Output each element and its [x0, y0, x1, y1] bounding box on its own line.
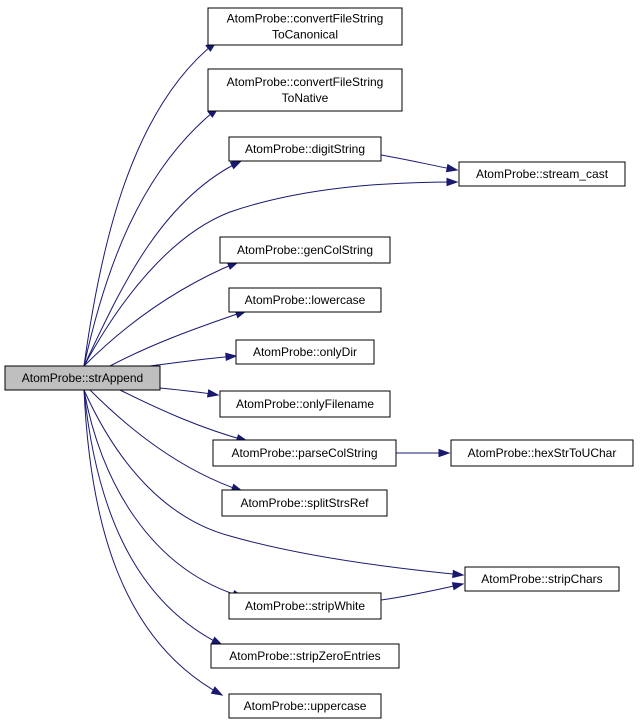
node-genColString[interactable]: AtomProbe::genColString — [219, 236, 391, 264]
edge-strAppend-to-uppercase — [83, 389, 224, 696]
node-splitStrsRef[interactable]: AtomProbe::splitStrsRef — [221, 489, 388, 517]
edge-line — [119, 389, 248, 442]
node-label: AtomProbe::uppercase — [244, 699, 367, 713]
node-box — [219, 236, 391, 264]
node-label: AtomProbe::stripWhite — [245, 599, 365, 613]
edge-line — [83, 389, 464, 576]
arrowhead — [210, 686, 224, 696]
node-label: AtomProbe::convertFileString — [227, 75, 384, 89]
edge-line — [149, 355, 237, 367]
edge-strAppend-to-stripZeroEntries — [83, 389, 224, 646]
node-parseColString[interactable]: AtomProbe::parseColString — [212, 439, 397, 467]
node-label: ToNative — [282, 91, 329, 105]
edge-stripWhite-to-stripChars — [380, 582, 465, 601]
node-box — [4, 365, 161, 391]
edges-layer — [83, 41, 465, 696]
node-box — [207, 68, 403, 112]
arrowhead — [452, 569, 465, 579]
node-box — [464, 566, 620, 592]
node-label: AtomProbe::stripZeroEntries — [229, 649, 380, 663]
node-onlyDir[interactable]: AtomProbe::onlyDir — [235, 339, 375, 365]
node-box — [228, 287, 382, 313]
edge-line — [380, 583, 464, 601]
edge-line — [83, 160, 242, 367]
node-stripChars[interactable]: AtomProbe::stripChars — [464, 566, 620, 592]
edge-strAppend-to-convertFileStringToNative — [83, 107, 220, 367]
edge-line — [83, 181, 458, 367]
node-label: ToCanonical — [272, 28, 338, 42]
edge-strAppend-to-onlyDir — [149, 352, 238, 367]
node-lowercase[interactable]: AtomProbe::lowercase — [228, 287, 382, 313]
node-label: AtomProbe::onlyFilename — [236, 397, 374, 411]
arrowhead — [206, 389, 220, 398]
arrowhead — [229, 160, 243, 170]
node-label: AtomProbe::genColString — [237, 243, 373, 257]
node-stream_cast[interactable]: AtomProbe::stream_cast — [458, 161, 626, 187]
node-label: AtomProbe::digitString — [245, 142, 365, 156]
node-label: AtomProbe::splitStrsRef — [240, 496, 369, 510]
edge-strAppend-to-onlyFilename — [159, 387, 220, 398]
edge-strAppend-to-stream_cast — [83, 177, 459, 367]
edge-line — [109, 310, 247, 367]
edge-parseColString-to-hexStrToUChar — [396, 448, 451, 458]
edge-line — [83, 107, 219, 367]
node-onlyFilename[interactable]: AtomProbe::onlyFilename — [219, 390, 391, 418]
node-box — [221, 489, 388, 517]
node-hexStrToUChar[interactable]: AtomProbe::hexStrToUChar — [450, 439, 634, 467]
edge-strAppend-to-stripChars — [83, 389, 465, 579]
edge-line — [83, 389, 223, 646]
edge-digitString-to-stream_cast — [380, 154, 459, 173]
edge-strAppend-to-convertFileStringToCanonical — [83, 41, 218, 367]
arrowhead — [225, 352, 238, 362]
node-box — [458, 161, 626, 187]
edge-line — [380, 154, 458, 171]
nodes-layer: AtomProbe::strAppend AtomProbe::convertFi… — [4, 7, 634, 719]
node-strAppend[interactable]: AtomProbe::strAppend — [4, 365, 161, 391]
node-uppercase[interactable]: AtomProbe::uppercase — [228, 693, 382, 719]
edge-line — [83, 389, 244, 598]
node-label: AtomProbe::convertFileString — [227, 12, 384, 26]
arrowhead — [438, 448, 451, 458]
node-label: AtomProbe::stream_cast — [476, 167, 609, 181]
node-box — [207, 7, 403, 46]
node-box — [450, 439, 634, 467]
node-stripZeroEntries[interactable]: AtomProbe::stripZeroEntries — [210, 643, 400, 669]
node-box — [212, 439, 397, 467]
node-stripWhite[interactable]: AtomProbe::stripWhite — [228, 592, 382, 620]
edge-strAppend-to-lowercase — [109, 310, 248, 367]
edge-strAppend-to-genColString — [83, 261, 240, 367]
node-label: AtomProbe::parseColString — [231, 446, 377, 460]
arrowhead — [446, 177, 459, 187]
arrowhead — [451, 582, 465, 591]
node-box — [219, 390, 391, 418]
arrowhead — [445, 163, 459, 173]
node-box — [235, 339, 375, 365]
edge-line — [83, 261, 239, 367]
edge-strAppend-to-stripWhite — [83, 389, 245, 598]
node-label: AtomProbe::stripChars — [481, 572, 602, 586]
edge-line — [89, 389, 243, 492]
node-box — [228, 693, 382, 719]
edge-line — [83, 41, 217, 367]
edge-line — [83, 389, 223, 696]
node-label: AtomProbe::lowercase — [245, 293, 366, 307]
node-label: AtomProbe::strAppend — [22, 371, 143, 385]
node-box — [228, 136, 382, 162]
node-label: AtomProbe::hexStrToUChar — [468, 446, 617, 460]
node-box — [210, 643, 400, 669]
node-box — [228, 592, 382, 620]
node-digitString[interactable]: AtomProbe::digitString — [228, 136, 382, 162]
edge-strAppend-to-digitString — [83, 160, 243, 367]
node-label: AtomProbe::onlyDir — [253, 345, 357, 359]
